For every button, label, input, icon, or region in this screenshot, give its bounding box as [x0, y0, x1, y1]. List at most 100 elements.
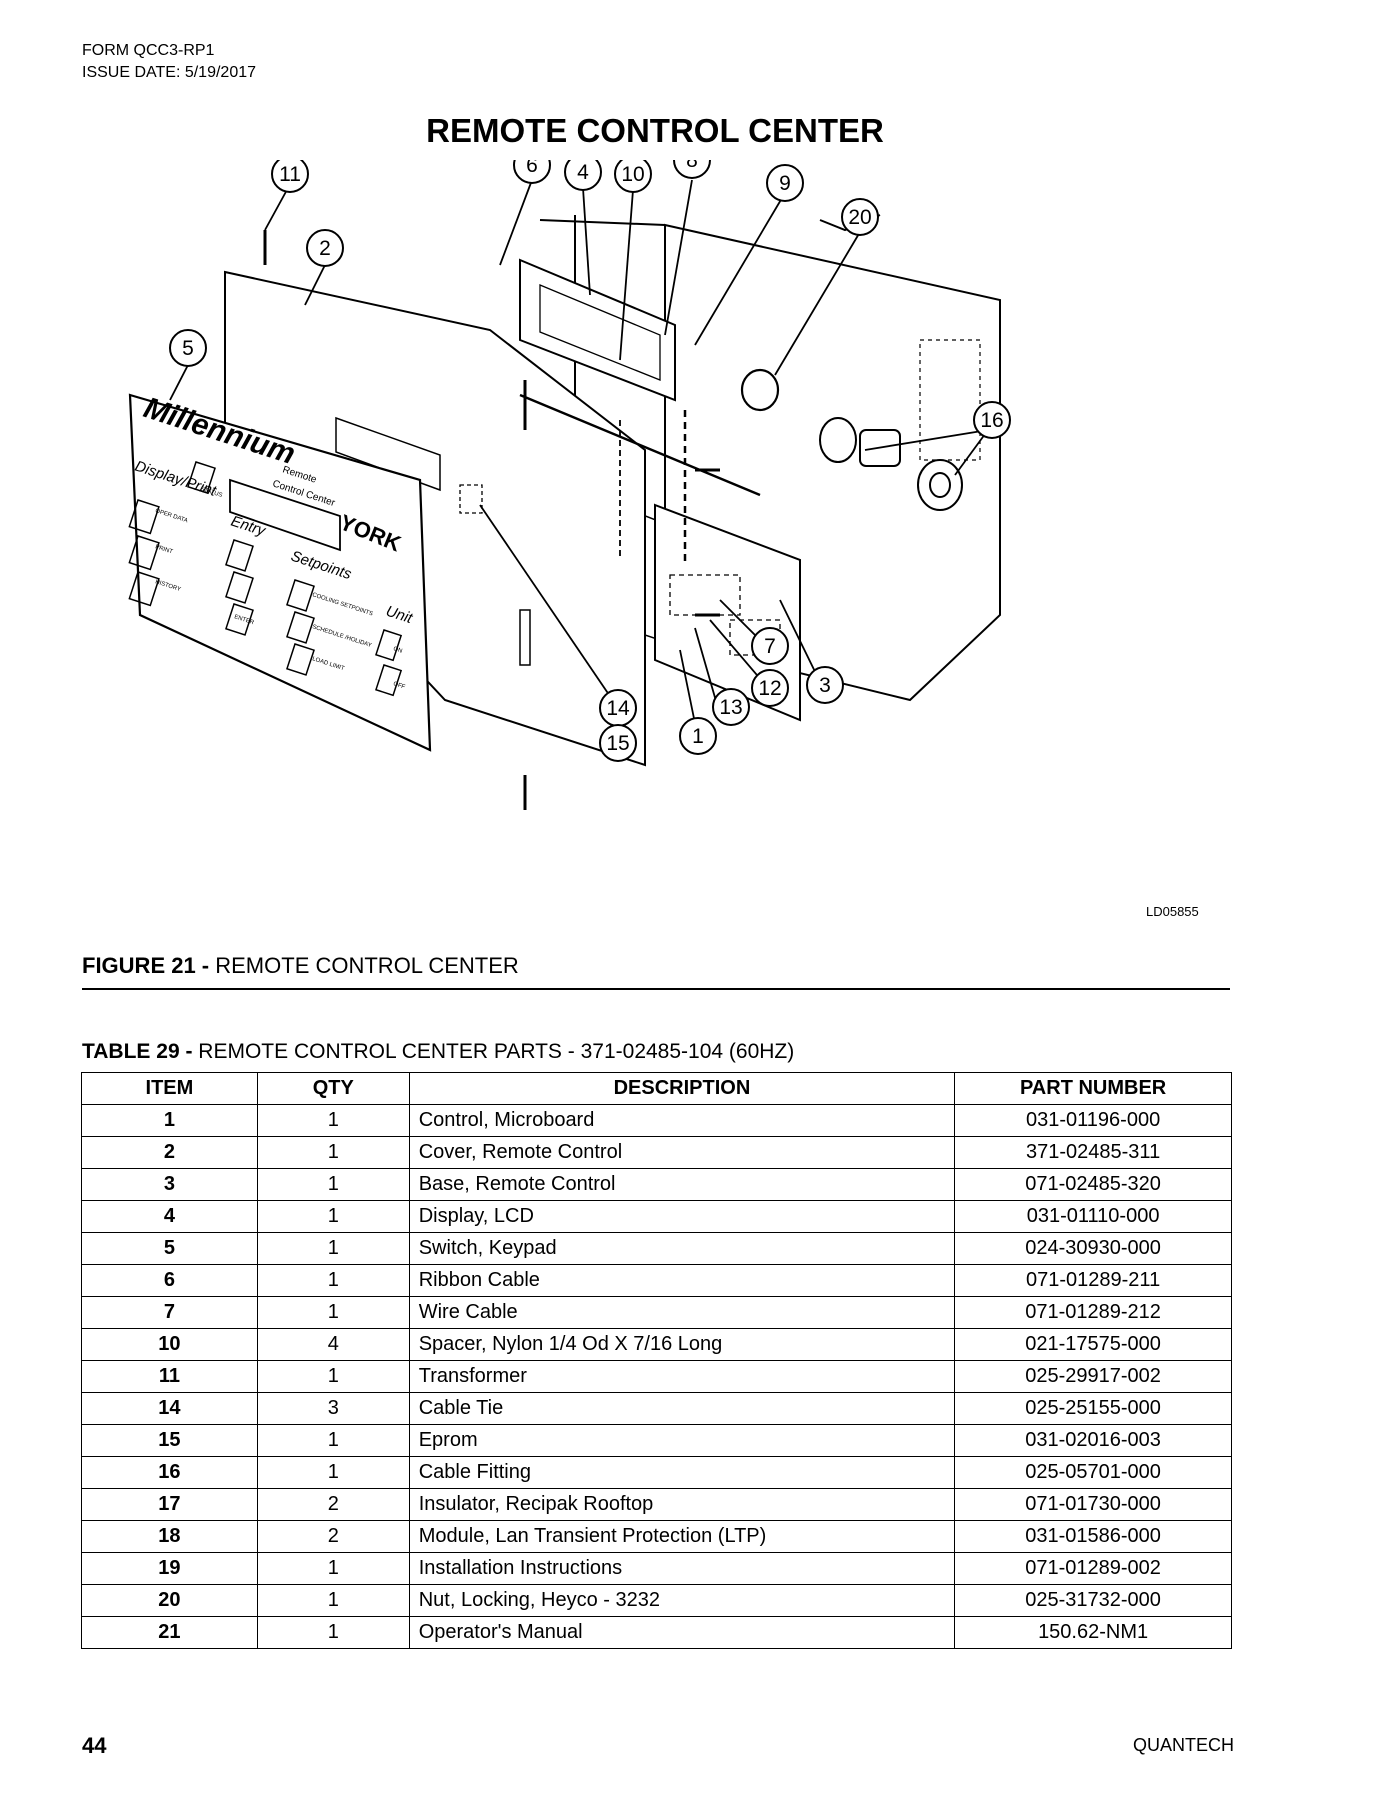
- cell-qty: 1: [256, 1296, 410, 1329]
- cell-item: 16: [81, 1456, 258, 1489]
- cell-description: Spacer, Nylon 1/4 Od X 7/16 Long: [408, 1328, 956, 1361]
- cell-qty: 1: [256, 1552, 410, 1585]
- cell-item: 3: [81, 1168, 258, 1201]
- cell-description: Insulator, Recipak Rooftop: [408, 1488, 956, 1521]
- callout-7: 7: [764, 635, 776, 658]
- callout-8: 8: [686, 160, 698, 172]
- cell-description: Operator's Manual: [408, 1616, 956, 1649]
- callout-12: 12: [758, 677, 781, 700]
- cell-part-number: 025-25155-000: [954, 1392, 1232, 1425]
- cell-description: Wire Cable: [408, 1296, 956, 1329]
- issue-date: ISSUE DATE: 5/19/2017: [82, 64, 257, 81]
- lcd-display: [519, 258, 676, 402]
- table-caption-prefix: TABLE 29 -: [82, 1040, 199, 1063]
- figure-caption-prefix: FIGURE 21 -: [82, 953, 216, 978]
- cell-qty: 1: [256, 1232, 410, 1265]
- cell-item: 19: [81, 1552, 258, 1585]
- cell-qty: 1: [256, 1424, 410, 1457]
- table-caption: TABLE 29 - REMOTE CONTROL CENTER PARTS -…: [82, 1040, 794, 1064]
- cell-description: Eprom: [408, 1424, 956, 1457]
- cell-qty: 2: [256, 1488, 410, 1521]
- cell-qty: 1: [256, 1104, 410, 1137]
- cell-description: Ribbon Cable: [408, 1264, 956, 1297]
- cell-qty: 1: [256, 1616, 410, 1649]
- cell-part-number: 021-17575-000: [954, 1328, 1232, 1361]
- microboard: [654, 503, 801, 722]
- cell-part-number: 025-29917-002: [954, 1360, 1232, 1393]
- cell-item: 14: [81, 1392, 258, 1425]
- cell-qty: 1: [256, 1264, 410, 1297]
- page-title: REMOTE CONTROL CENTER: [426, 112, 884, 149]
- col-part-number: PART NUMBER: [954, 1072, 1232, 1105]
- cell-item: 5: [81, 1232, 258, 1265]
- col-qty: QTY: [256, 1072, 410, 1105]
- cell-part-number: 031-02016-003: [954, 1424, 1232, 1457]
- callout-5: 5: [182, 337, 194, 360]
- cell-item: 1: [81, 1104, 258, 1137]
- cell-description: Nut, Locking, Heyco - 3232: [408, 1584, 956, 1617]
- cell-item: 11: [81, 1360, 258, 1393]
- cell-item: 6: [81, 1264, 258, 1297]
- cell-item: 2: [81, 1136, 258, 1169]
- cell-item: 10: [81, 1328, 258, 1361]
- callout-6: 6: [526, 160, 538, 177]
- cell-qty: 1: [256, 1200, 410, 1233]
- col-description: DESCRIPTION: [408, 1072, 956, 1105]
- cell-part-number: 371-02485-311: [954, 1136, 1232, 1169]
- cell-qty: 1: [256, 1456, 410, 1489]
- table-caption-text: REMOTE CONTROL CENTER PARTS - 371-02485-…: [198, 1040, 795, 1063]
- callout-1: 1: [692, 725, 704, 748]
- callout-16: 16: [980, 409, 1003, 432]
- cell-part-number: 150.62-NM1: [954, 1616, 1232, 1649]
- form-number: FORM QCC3-RP1: [82, 42, 215, 59]
- callout-3: 3: [819, 674, 831, 697]
- cell-item: 18: [81, 1520, 258, 1553]
- cell-part-number: 071-01289-002: [954, 1552, 1232, 1585]
- callout-9: 9: [779, 172, 791, 195]
- cell-qty: 4: [256, 1328, 410, 1361]
- cell-qty: 1: [256, 1360, 410, 1393]
- cell-qty: 2: [256, 1520, 410, 1553]
- cell-description: Display, LCD: [408, 1200, 956, 1233]
- panel-btn-off: OFF: [392, 681, 406, 691]
- cell-part-number: 031-01196-000: [954, 1104, 1232, 1137]
- page-header: FORM QCC3-RP1 ISSUE DATE: 5/19/2017: [82, 40, 256, 84]
- cell-part-number: 031-01110-000: [954, 1200, 1232, 1233]
- callout-15: 15: [606, 732, 629, 755]
- callout-11: 11: [279, 163, 301, 186]
- page-number: 44: [82, 1733, 107, 1758]
- cell-part-number: 071-02485-320: [954, 1168, 1232, 1201]
- callout-10: 10: [621, 163, 644, 186]
- cell-item: 20: [81, 1584, 258, 1617]
- cell-description: Cable Fitting: [408, 1456, 956, 1489]
- callout-13: 13: [719, 696, 742, 719]
- cell-qty: 1: [256, 1136, 410, 1169]
- drawing-code: LD05855: [1146, 904, 1199, 919]
- panel-btn-print: PRINT: [154, 544, 173, 555]
- table-header-row: ITEM QTY DESCRIPTION PART NUMBER: [81, 1072, 1232, 1105]
- callout-2: 2: [319, 237, 331, 260]
- cell-description: Control, Microboard: [408, 1104, 956, 1137]
- cell-part-number: 071-01730-000: [954, 1488, 1232, 1521]
- cell-item: 7: [81, 1296, 258, 1329]
- cell-item: 15: [81, 1424, 258, 1457]
- cell-description: Module, Lan Transient Protection (LTP): [408, 1520, 956, 1553]
- footer-brand: QUANTECH: [1132, 1735, 1234, 1755]
- cell-qty: 1: [256, 1168, 410, 1201]
- cell-description: Cover, Remote Control: [408, 1136, 956, 1169]
- cell-qty: 3: [256, 1392, 410, 1425]
